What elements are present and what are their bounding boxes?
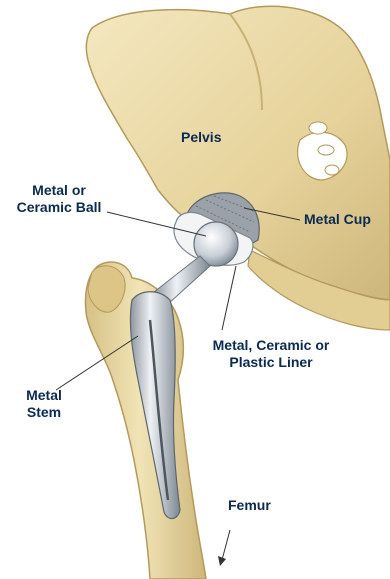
label-stem-line1: Metal (14, 387, 74, 404)
label-ball-line1: Metal or (4, 182, 114, 199)
leader-femur (222, 530, 230, 560)
label-liner-line2: Plastic Liner (196, 354, 346, 371)
label-stem-line2: Stem (14, 404, 74, 421)
label-pelvis: Pelvis (181, 129, 221, 146)
label-ball-line2: Ceramic Ball (4, 199, 114, 216)
label-stem: Metal Stem (14, 387, 74, 421)
sacral-foramen (309, 122, 327, 134)
label-liner-line1: Metal, Ceramic or (196, 337, 346, 354)
leader-liner (222, 266, 236, 330)
label-ball: Metal or Ceramic Ball (4, 182, 114, 216)
sacral-foramen (318, 145, 334, 155)
femur-arrowhead (218, 556, 226, 566)
label-femur: Femur (228, 497, 271, 514)
sacral-foramen (325, 165, 339, 175)
label-cup: Metal Cup (304, 211, 371, 228)
label-liner: Metal, Ceramic or Plastic Liner (196, 337, 346, 371)
